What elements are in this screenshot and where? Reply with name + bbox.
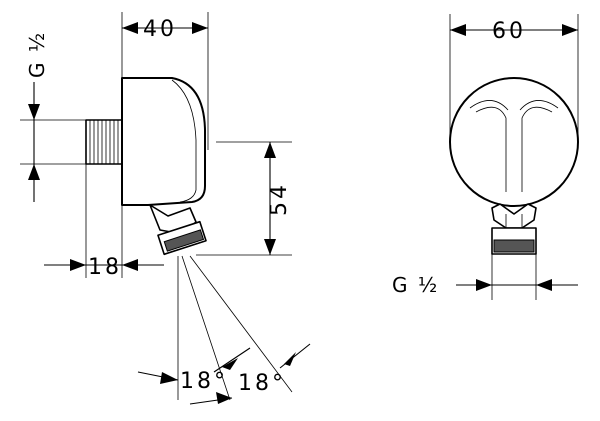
depth-label: 18 bbox=[88, 255, 122, 280]
angle-dimension-1: 18° bbox=[137, 347, 251, 394]
front-thread-label: G ½ bbox=[392, 273, 439, 297]
angle-dimension-2: 18° bbox=[189, 343, 311, 405]
thread-label-left: G ½ bbox=[25, 31, 49, 78]
side-view: 40 G ½ bbox=[20, 12, 311, 405]
swivel-outlet bbox=[149, 204, 207, 256]
swivel-angle-rays bbox=[177, 255, 293, 401]
thread-dimension-left: G ½ bbox=[20, 31, 86, 202]
height-dimension-54: 54 bbox=[196, 141, 292, 256]
height-label: 54 bbox=[267, 182, 292, 216]
front-view: 60 G ½ bbox=[392, 14, 579, 300]
depth-dimension-18: 18 bbox=[44, 164, 164, 280]
outlet-housing bbox=[121, 77, 206, 206]
width-dimension-40: 40 bbox=[121, 12, 209, 150]
width-dimension-60: 60 bbox=[449, 14, 579, 142]
round-housing bbox=[449, 77, 579, 207]
front-swivel-outlet bbox=[491, 203, 537, 255]
front-width-label: 60 bbox=[492, 19, 526, 44]
angle-label-1: 18° bbox=[180, 369, 228, 394]
width-label: 40 bbox=[143, 17, 177, 42]
threaded-connector bbox=[85, 119, 123, 165]
angle-label-2: 18° bbox=[238, 371, 286, 396]
thread-dimension-front: G ½ bbox=[392, 254, 578, 300]
